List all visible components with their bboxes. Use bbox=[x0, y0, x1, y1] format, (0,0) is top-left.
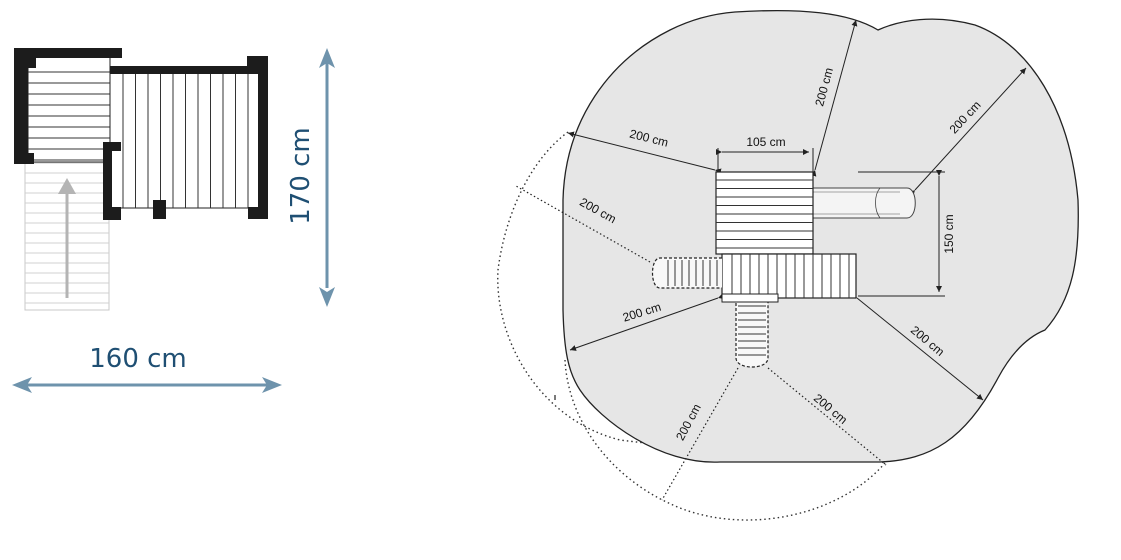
side-height-label: 150 cm bbox=[942, 214, 956, 253]
side-ladder bbox=[651, 257, 722, 289]
frame-walls bbox=[14, 48, 268, 220]
ladder bbox=[24, 162, 110, 311]
lower-platform bbox=[721, 253, 857, 299]
dotted-safety-arc-bottom bbox=[564, 359, 886, 521]
footprint-plan: 170 cm 160 cm bbox=[12, 48, 335, 393]
safety-zone-plan: 105 cm 150 cm 200 cm 200 cm 200 cm 200 c… bbox=[497, 9, 1079, 521]
top-width-label: 105 cm bbox=[746, 135, 785, 149]
width-dimension-label: 160 cm bbox=[89, 344, 187, 374]
upper-deck bbox=[27, 56, 111, 163]
main-platform bbox=[109, 71, 261, 209]
upper-tower bbox=[715, 171, 814, 255]
height-dimension-label: 170 cm bbox=[286, 127, 316, 225]
slide bbox=[812, 187, 916, 219]
front-ladder bbox=[721, 293, 779, 368]
